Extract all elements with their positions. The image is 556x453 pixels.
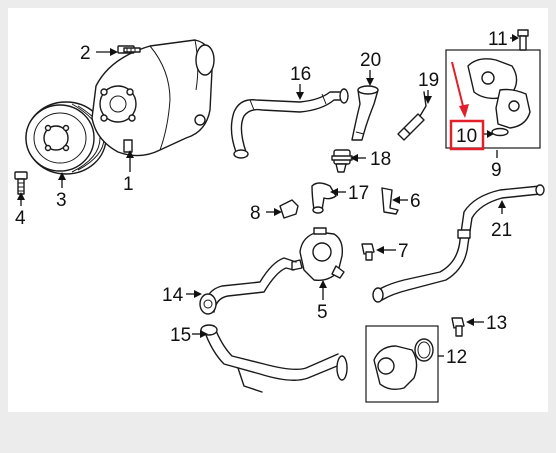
callout-6: 6	[410, 191, 421, 212]
callout-20: 20	[360, 50, 381, 71]
callout-3: 3	[56, 190, 67, 211]
callout-5: 5	[317, 302, 328, 323]
bolt-part-11	[517, 29, 529, 51]
callout-12: 12	[446, 347, 467, 368]
callout-10: 10	[456, 126, 477, 147]
bracket-part-6	[381, 187, 399, 215]
hose-part-20	[351, 85, 379, 141]
callout-16: 16	[290, 64, 311, 85]
outlet-housing-box-part-9	[445, 49, 541, 149]
hose-part-16	[230, 88, 349, 159]
housing-box-part-12	[365, 325, 439, 403]
thermostat-housing-part-5	[291, 227, 345, 282]
highlight-annotation	[449, 61, 485, 151]
clip-part-8	[279, 199, 299, 219]
bolt-part-2	[117, 45, 141, 54]
hose-part-15	[200, 324, 348, 393]
sensor-part-19	[397, 91, 427, 141]
callout-11: 11	[488, 29, 508, 50]
callout-2: 2	[80, 43, 91, 64]
leader-lines	[17, 34, 519, 357]
callout-13: 13	[486, 313, 507, 334]
callout-15: 15	[170, 325, 191, 346]
hose-part-21	[372, 184, 545, 303]
callout-18: 18	[370, 149, 391, 170]
hose-part-14	[199, 257, 297, 315]
callout-8: 8	[250, 203, 261, 224]
elbow-part-17	[311, 182, 337, 214]
callout-14: 14	[162, 285, 184, 306]
bolt-part-4	[14, 171, 28, 195]
callout-21: 21	[491, 220, 512, 241]
callout-17: 17	[348, 183, 369, 204]
callout-7: 7	[398, 241, 409, 262]
callout-4: 4	[15, 208, 26, 229]
fitting-part-18	[331, 149, 353, 173]
water-pump-part-1	[91, 39, 215, 157]
callout-19: 19	[418, 70, 439, 91]
callout-1: 1	[123, 174, 134, 195]
bolt-part-7	[361, 243, 375, 261]
callout-9: 9	[491, 160, 502, 181]
bolt-part-13	[451, 317, 465, 337]
callout-labels: 1 2 3 4 5 6 7 8 9 10 11 12 13 14 15 16 1…	[15, 29, 512, 368]
